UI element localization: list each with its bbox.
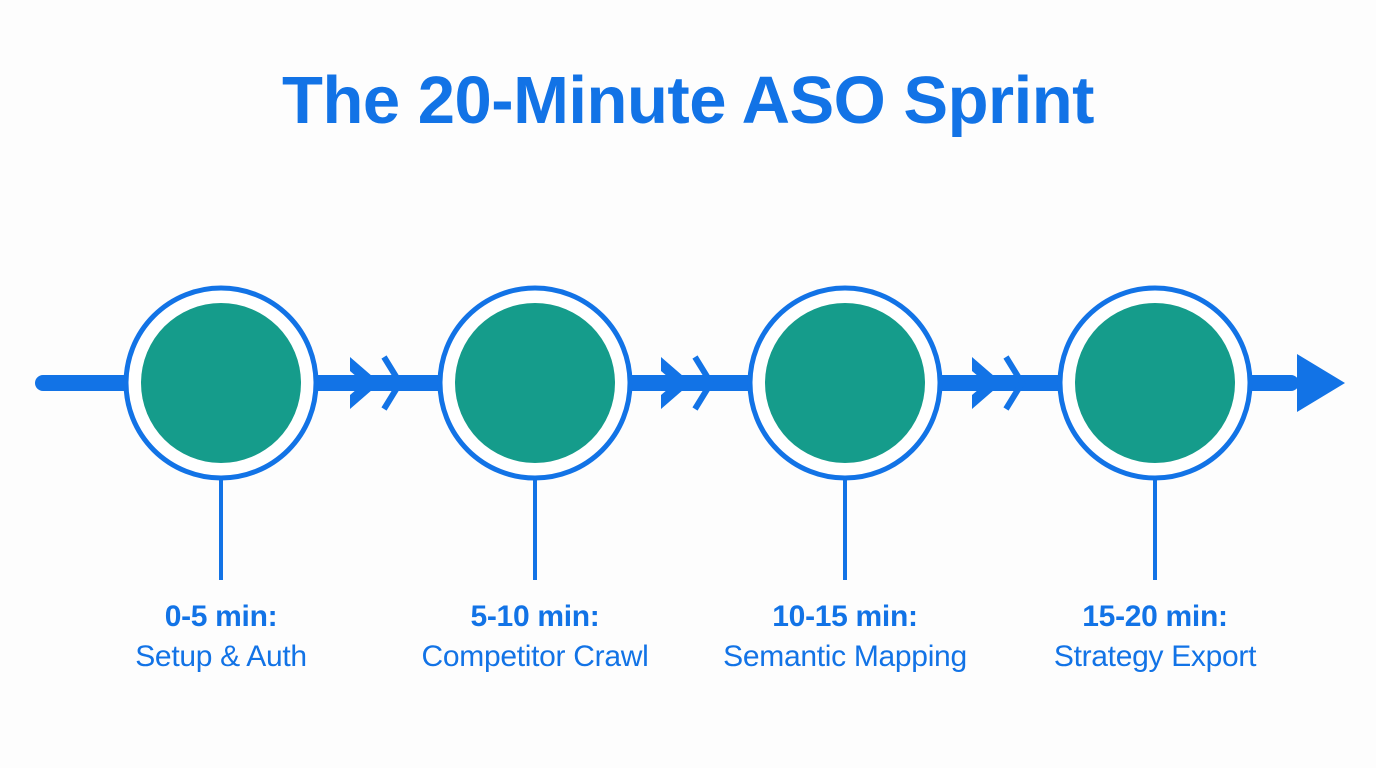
step-desc-4: Strategy Export bbox=[1053, 640, 1257, 673]
chevron-right-icon-outline-3 bbox=[1003, 355, 1026, 411]
step-label-4: 15-20 min: Strategy Export bbox=[1005, 597, 1305, 677]
circle-node-icon-1[interactable] bbox=[141, 303, 301, 463]
step-label-3: 10-15 min: Semantic Mapping bbox=[695, 597, 995, 677]
page-title: The 20-Minute ASO Sprint bbox=[282, 63, 1094, 138]
circle-node-icon-4[interactable] bbox=[1075, 303, 1235, 463]
step-desc-2: Competitor Crawl bbox=[421, 640, 649, 673]
node-stems bbox=[219, 476, 1157, 580]
step-time-1: 0-5 min: bbox=[164, 600, 278, 633]
arrow-right-icon bbox=[1297, 354, 1345, 412]
step-label-1: 0-5 min: Setup & Auth bbox=[71, 597, 371, 677]
chevron-right-icon-solid-3 bbox=[972, 357, 1002, 409]
circle-node-icon-3[interactable] bbox=[765, 303, 925, 463]
chevron-right-icon-solid-2 bbox=[661, 357, 691, 409]
timeline-nodes bbox=[123, 285, 1253, 481]
step-desc-3: Semantic Mapping bbox=[723, 640, 967, 673]
connector-arrows bbox=[350, 355, 1026, 411]
step-time-4: 15-20 min: bbox=[1082, 600, 1228, 633]
step-time-3: 10-15 min: bbox=[772, 600, 918, 633]
node-ring-1 bbox=[123, 285, 319, 481]
chevron-right-icon-outline-2 bbox=[692, 355, 715, 411]
node-ring-3 bbox=[747, 285, 943, 481]
node-ring-4 bbox=[1057, 285, 1253, 481]
step-label-2: 5-10 min: Competitor Crawl bbox=[385, 597, 685, 677]
step-desc-1: Setup & Auth bbox=[135, 640, 307, 673]
circle-node-icon-2[interactable] bbox=[455, 303, 615, 463]
step-time-2: 5-10 min: bbox=[470, 600, 600, 633]
chevron-right-icon-solid-1 bbox=[350, 357, 380, 409]
chevron-right-icon-outline-1 bbox=[381, 355, 404, 411]
node-ring-2 bbox=[437, 285, 633, 481]
